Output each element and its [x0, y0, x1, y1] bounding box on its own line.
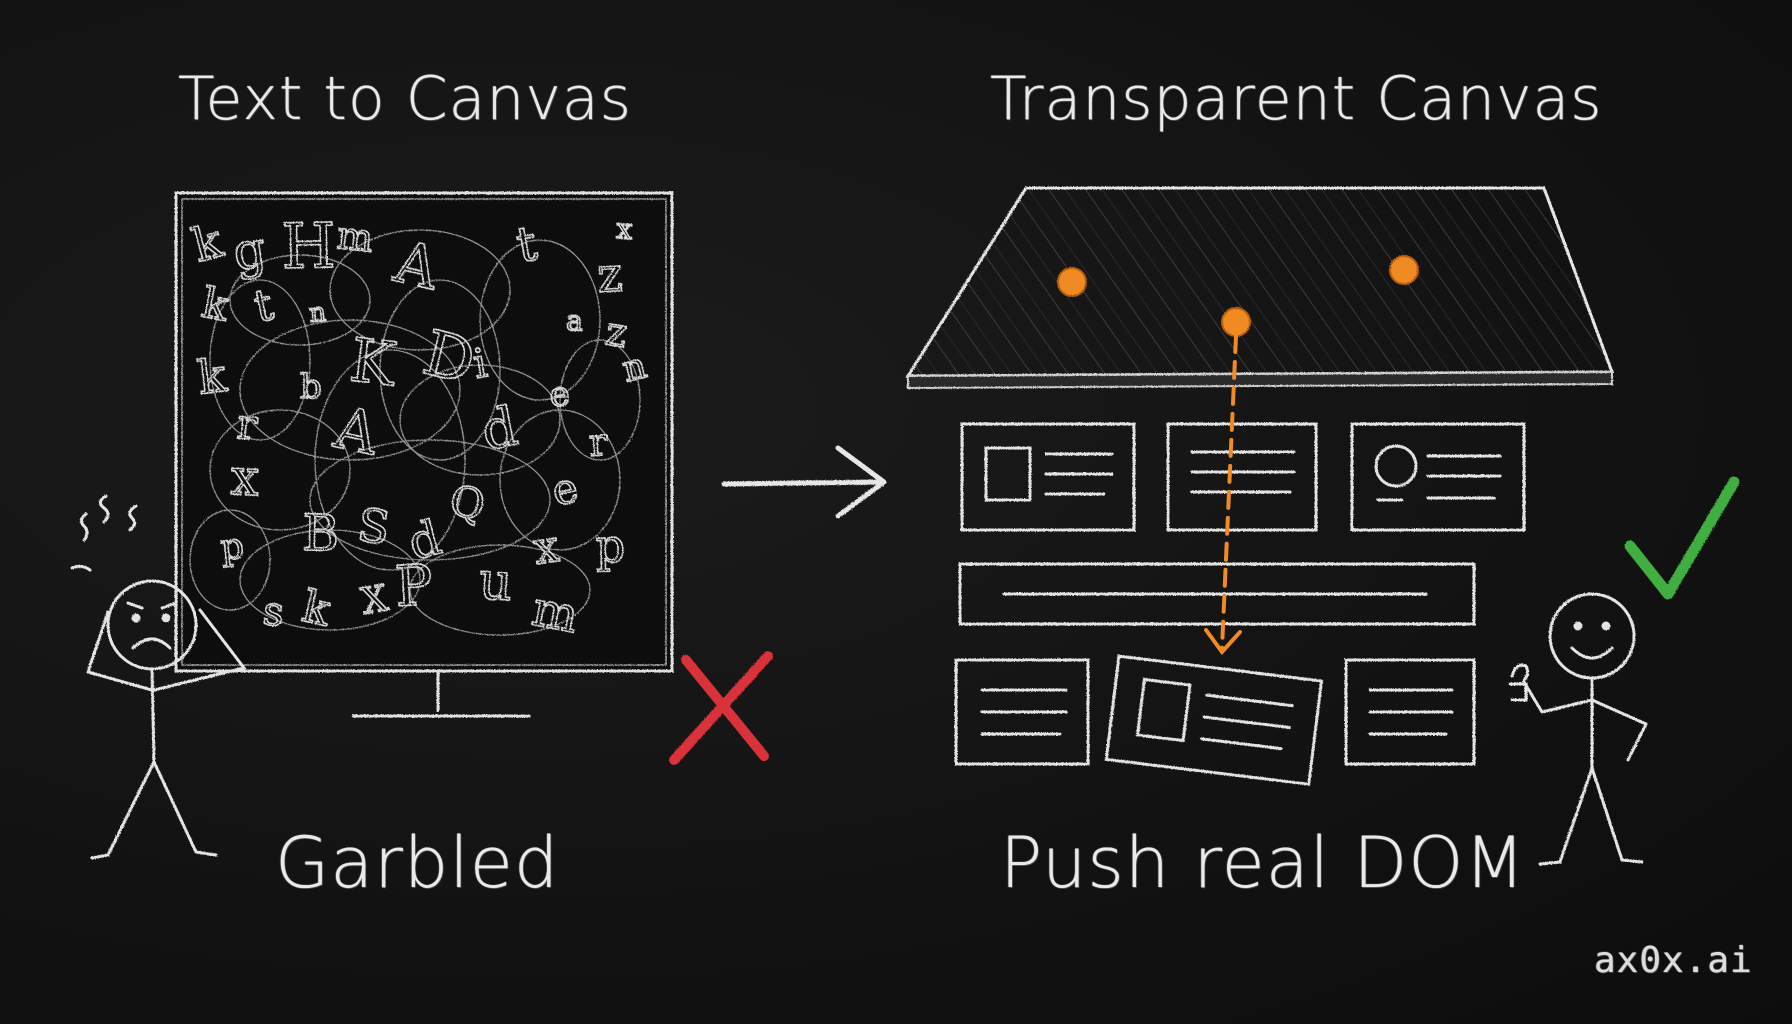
garbled-glyph: u — [477, 551, 515, 613]
garbled-glyph: e — [549, 374, 571, 415]
hit-point-marker — [1221, 307, 1251, 337]
hit-point-marker — [1389, 255, 1419, 285]
dom-card-tilted — [1104, 654, 1324, 786]
dom-elements — [954, 422, 1526, 786]
garbled-glyph: n — [308, 298, 328, 329]
garbled-glyph: x — [229, 448, 260, 507]
brand-logo: ax0x.ai — [1594, 940, 1753, 981]
garbled-glyph: x — [616, 212, 634, 246]
happy-stick-figure — [1508, 592, 1649, 866]
garbled-glyph: K — [346, 325, 400, 400]
hit-point-marker — [1057, 267, 1087, 297]
garbled-glyph: b — [300, 367, 322, 407]
scribble-loops — [189, 229, 641, 636]
stressed-stick-figure — [70, 494, 247, 860]
left-panel-caption: Garbled — [275, 822, 560, 904]
right-panel-title: Transparent Canvas — [990, 64, 1603, 134]
dom-card — [1166, 422, 1318, 532]
garbled-glyph: a — [566, 304, 584, 338]
red-x-icon — [669, 651, 773, 765]
dom-bar — [958, 562, 1476, 626]
transparent-canvas-slab — [905, 186, 1615, 390]
left-panel-title: Text to Canvas — [178, 64, 632, 134]
green-check-icon — [1624, 476, 1740, 600]
dom-card — [1344, 658, 1476, 766]
right-panel-caption: Push real DOM — [1000, 822, 1526, 904]
dom-card — [954, 658, 1090, 766]
garbled-glyph: P — [393, 553, 434, 620]
garbled-glyph: B — [302, 504, 340, 563]
right-arrow-icon — [721, 445, 887, 519]
dom-card — [1350, 422, 1526, 532]
garbled-glyph: r — [588, 420, 610, 465]
garbled-glyph: z — [596, 247, 624, 304]
garbled-glyph: p — [219, 526, 246, 569]
garbled-glyph: p — [595, 518, 625, 573]
garbled-glyph: m — [335, 213, 375, 261]
dom-card — [960, 422, 1136, 532]
push-arrow-dashed — [1204, 334, 1242, 656]
garbled-glyph: H — [281, 209, 336, 283]
